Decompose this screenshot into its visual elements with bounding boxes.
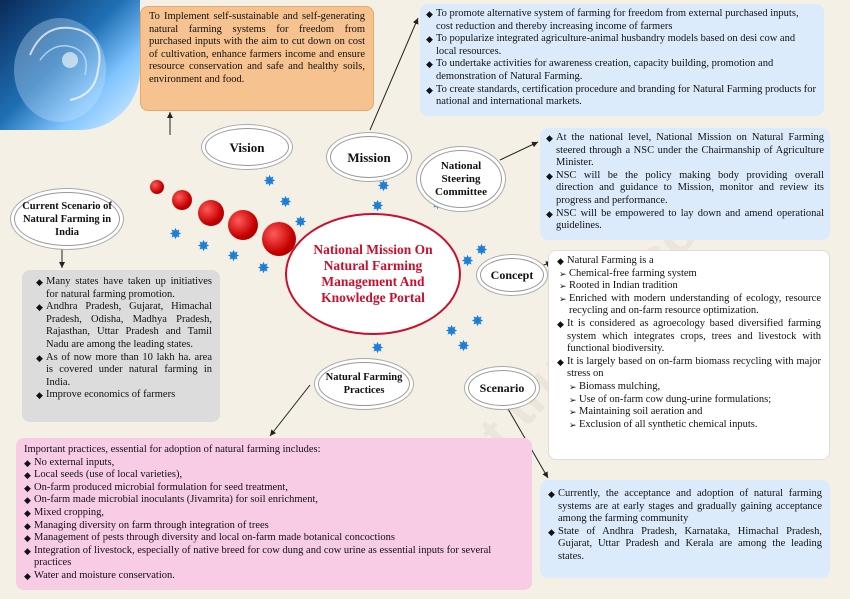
- mission-item: To create standards, certification proce…: [426, 84, 818, 109]
- mission-item: To undertake activities for awareness cr…: [426, 58, 818, 83]
- current-item: Improve economics of farmers: [36, 389, 212, 402]
- star-icon: ✸: [445, 324, 458, 340]
- concept-point: Chemical-free farming system: [559, 268, 821, 281]
- mission-item: To popularize integrated agriculture-ani…: [426, 33, 818, 58]
- practice-item: Managing diversity on farm through integ…: [24, 520, 524, 533]
- star-icon: ✸: [294, 215, 307, 231]
- star-icon: ✸: [461, 254, 474, 270]
- red-dot: [172, 190, 192, 210]
- mission-item: To promote alternative system of farming…: [426, 8, 818, 33]
- steering-committee-node: National Steering Committee: [420, 150, 502, 208]
- red-dot: [150, 180, 164, 194]
- scenario-box: Currently, the acceptance and adoption o…: [540, 480, 830, 578]
- concept-subpoint: Use of on-farm cow dung-urine formulatio…: [569, 394, 821, 407]
- mission-node: Mission: [330, 136, 408, 178]
- star-icon: ✸: [457, 339, 470, 355]
- steering-item: NSC will be the policy making body provi…: [546, 170, 824, 208]
- concept-node: Concept: [480, 258, 544, 292]
- steering-item: At the national level, National Mission …: [546, 132, 824, 170]
- concept-item: It is largely based on on-farm biomass r…: [557, 356, 821, 381]
- star-icon: ✸: [227, 249, 240, 265]
- current-item: As of now more than 10 lakh ha. area is …: [36, 352, 212, 390]
- scenario-item: Currently, the acceptance and adoption o…: [548, 488, 822, 526]
- practice-item: Integration of livestock, especially of …: [24, 545, 524, 570]
- practice-item: Mixed cropping,: [24, 507, 524, 520]
- star-icon: ✸: [475, 243, 488, 259]
- star-icon: ✸: [471, 314, 484, 330]
- practices-box: Important practices, essential for adopt…: [16, 438, 532, 590]
- practice-item: Local seeds (use of local varieties),: [24, 469, 524, 482]
- red-dot: [198, 200, 224, 226]
- star-icon: ✸: [257, 261, 270, 277]
- steering-committee-box: At the national level, National Mission …: [540, 128, 830, 240]
- star-icon: ✸: [371, 341, 384, 357]
- current-scenario-node: Current Scenario of Natural Farming in I…: [14, 192, 120, 246]
- mission-box: To promote alternative system of farming…: [420, 4, 824, 116]
- star-icon: ✸: [197, 239, 210, 255]
- concept-subpoint: Maintaining soil aeration and: [569, 406, 821, 419]
- vision-node: Vision: [205, 128, 289, 166]
- red-dot: [262, 222, 296, 256]
- practices-intro: Important practices, essential for adopt…: [24, 444, 321, 455]
- concept-subpoint: Exclusion of all synthetic chemical inpu…: [569, 419, 821, 432]
- current-scenario-box: Many states have taken up initiatives fo…: [22, 270, 220, 422]
- concept-point: Rooted in Indian tradition: [559, 280, 821, 293]
- concept-item: It is considered as agroecology based di…: [557, 318, 821, 356]
- brain-head-icon: [14, 18, 106, 122]
- red-dot: [228, 210, 258, 240]
- practice-item: Water and moisture conservation.: [24, 570, 524, 583]
- practice-item: On-farm produced microbial formulation f…: [24, 482, 524, 495]
- current-item: Many states have taken up initiatives fo…: [36, 276, 212, 301]
- current-item: Andhra Pradesh, Gujarat, Himachal Prades…: [36, 301, 212, 351]
- vision-text: To Implement self-sustainable and self-g…: [149, 11, 365, 85]
- practice-item: On-farm made microbial inoculants (Jivam…: [24, 494, 524, 507]
- brain-header-image: [0, 0, 140, 130]
- steering-item: NSC will be empowered to lay down and am…: [546, 208, 824, 233]
- vision-box: To Implement self-sustainable and self-g…: [140, 6, 374, 111]
- star-icon: ✸: [169, 227, 182, 243]
- concept-subpoint: Biomass mulching,: [569, 381, 821, 394]
- concept-point: Enriched with modern understanding of ec…: [559, 293, 821, 318]
- practice-item: Management of pests through diversity an…: [24, 532, 524, 545]
- star-icon: ✸: [263, 174, 276, 190]
- star-icon: ✸: [377, 179, 390, 195]
- concept-intro: Natural Farming is a: [557, 255, 821, 268]
- scenario-item: State of Andhra Pradesh, Karnataka, Hima…: [548, 526, 822, 564]
- concept-box: Natural Farming is a Chemical-free farmi…: [548, 250, 830, 460]
- practices-node: Natural Farming Practices: [318, 362, 410, 406]
- central-title: National Mission On Natural Farming Mana…: [290, 218, 456, 330]
- star-icon: ✸: [371, 199, 384, 215]
- scenario-node: Scenario: [468, 370, 536, 406]
- practice-item: No external inputs,: [24, 457, 524, 470]
- star-icon: ✸: [279, 195, 292, 211]
